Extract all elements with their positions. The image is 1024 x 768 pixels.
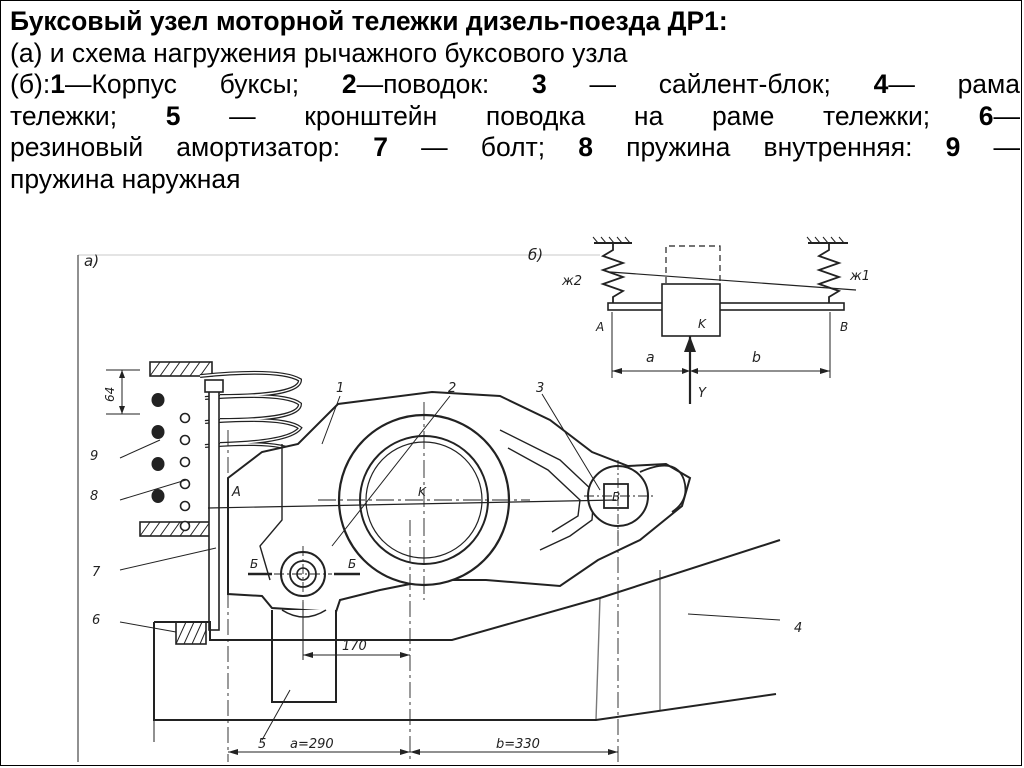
caption-line-4: тележки; 5 — кронштейн поводка на раме т… [10,100,1020,131]
schema-dim-b: b [752,350,761,366]
section-b-left: Б [250,557,258,571]
label-b: б) [528,246,543,264]
schema-spring-left: ж2 [561,274,582,289]
schema-force-y: Y [698,386,707,401]
point-a: A [231,485,241,500]
callout-3: 3 [536,381,544,396]
dim-a: a=290 [290,737,334,752]
callout-4: 4 [794,621,802,636]
caption-line-3: (б):1—Корпус буксы; 2—поводок: 3 — сайле… [10,69,1020,100]
caption-line-6: пружина наружная [10,163,241,194]
schema-point-k: K [698,317,707,331]
callout-7: 7 [92,565,101,580]
schema-spring-right: ж1 [849,269,870,284]
point-k: K [418,485,427,499]
axlebox-assembly [77,254,781,762]
callout-1: 1 [336,381,344,396]
callout-5: 5 [258,737,266,752]
point-b: B [612,490,620,504]
callout-6: 6 [92,613,100,628]
label-a: а) [84,252,99,270]
caption-line-2: (а) и схема нагружения рычажного буксово… [10,37,628,68]
callout-9: 9 [90,449,98,464]
dim-64: 64 [103,387,117,402]
schema-point-b: B [840,320,848,334]
callout-2: 2 [448,381,456,396]
slide-caption: Буксовый узел моторной тележки дизель-по… [10,6,1020,196]
section-b-right: Б [348,557,356,571]
caption-title: Буксовый узел моторной тележки дизель-по… [10,6,728,36]
schema-point-a: A [595,320,604,334]
callout-8: 8 [90,489,98,504]
caption-line-5: резиновый амортизатор: 7 — болт; 8 пружи… [10,132,1020,163]
loading-schema [592,236,857,404]
dim-170: 170 [342,639,367,654]
dim-b: b=330 [496,737,540,752]
schema-dim-a: a [646,350,655,366]
